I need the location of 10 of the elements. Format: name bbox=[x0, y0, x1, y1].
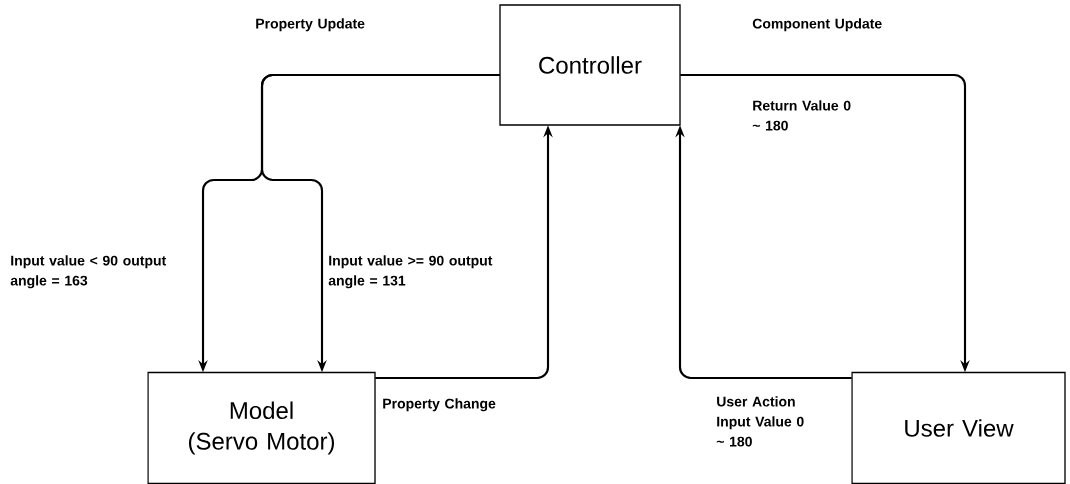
edge-label: Component Update bbox=[752, 18, 882, 32]
box: Model (Servo Motor) bbox=[147, 371, 376, 484]
edge-label: Input value < 90 output angle = 163 bbox=[10, 255, 167, 289]
label: Return Value 0 ~ 180 bbox=[752, 100, 851, 131]
box: User View bbox=[851, 371, 1066, 484]
box: Controller bbox=[499, 4, 681, 126]
edge-label: Property Change bbox=[383, 398, 496, 412]
label: Property Update bbox=[256, 18, 365, 32]
edge-label: Input value >= 90 output angle = 131 bbox=[328, 255, 493, 289]
edge-label: User Action Input Value 0 ~ 180 bbox=[716, 396, 804, 447]
